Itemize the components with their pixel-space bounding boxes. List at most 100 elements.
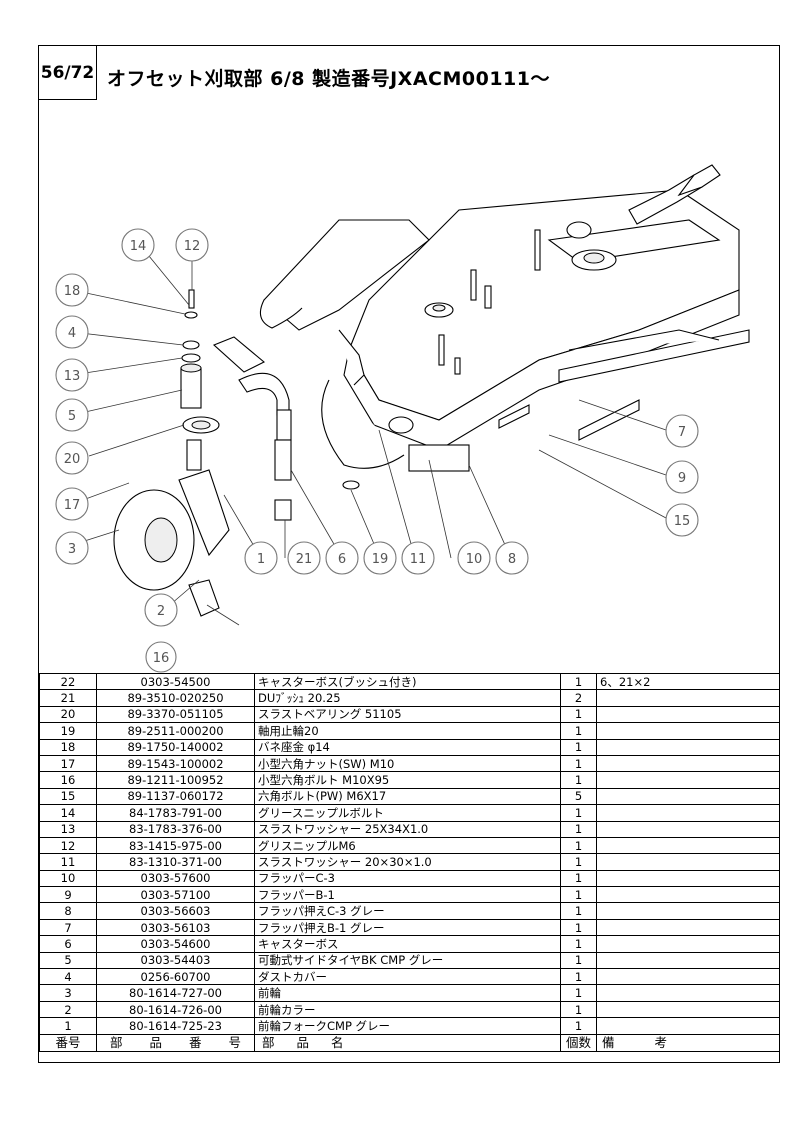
callout-16: 16 — [145, 641, 177, 673]
row-qty: 1 — [560, 968, 597, 986]
row-qty: 1 — [560, 804, 597, 822]
parts-sheet: 56/72 オフセット刈取部 6/8 製造番号JXACM00111～ — [38, 45, 780, 1063]
callout-12: 12 — [175, 228, 209, 262]
row-part-number: 0256-60700 — [96, 968, 255, 986]
row-part-number: 89-2511-000200 — [96, 722, 255, 740]
row-part-name: スラストワッシャー 25X34X1.0 — [254, 820, 561, 838]
page-title: オフセット刈取部 6/8 製造番号JXACM00111～ — [107, 68, 550, 90]
row-part-name: スラストベアリング 51105 — [254, 705, 561, 724]
svg-text:2: 2 — [157, 604, 165, 619]
row-qty: 1 — [560, 918, 597, 937]
row-part-number: 0303-57100 — [96, 886, 255, 904]
row-qty: 1 — [560, 853, 597, 871]
svg-text:15: 15 — [674, 514, 691, 529]
callout-5: 5 — [55, 398, 89, 432]
row-qty: 1 — [560, 935, 597, 953]
callout-8: 8 — [495, 541, 529, 575]
row-no: 9 — [39, 886, 97, 904]
svg-text:18: 18 — [64, 284, 81, 299]
svg-text:13: 13 — [64, 369, 81, 384]
callout-17: 17 — [55, 487, 89, 521]
row-part-number: 0303-56103 — [96, 918, 255, 937]
callout-3: 3 — [55, 531, 89, 565]
svg-text:10: 10 — [466, 552, 483, 567]
row-part-number: 80-1614-726-00 — [96, 1000, 255, 1019]
row-qty: 1 — [560, 869, 597, 888]
svg-text:7: 7 — [678, 425, 686, 440]
svg-text:14: 14 — [130, 239, 147, 254]
svg-text:21: 21 — [296, 552, 313, 567]
row-remarks — [596, 918, 780, 937]
row-part-name: 前輪 — [254, 984, 561, 1002]
caster-assembly-drawing — [113, 289, 360, 626]
row-qty: 1 — [560, 886, 597, 904]
svg-text:17: 17 — [64, 498, 81, 513]
row-part-number: 89-1543-100002 — [96, 754, 255, 773]
row-qty: 1 — [560, 705, 597, 724]
callout-19: 19 — [363, 541, 397, 575]
callout-2: 2 — [144, 593, 178, 627]
row-no: 3 — [39, 984, 97, 1002]
row-part-number: 89-3510-020250 — [96, 689, 255, 707]
page-number: 56/72 — [39, 46, 97, 100]
row-no: 21 — [39, 689, 97, 707]
row-no: 14 — [39, 804, 97, 822]
row-remarks — [596, 705, 780, 724]
callout-14: 14 — [121, 228, 155, 262]
svg-text:16: 16 — [153, 651, 170, 666]
row-part-name: 小型六角ナット(SW) M10 — [254, 754, 561, 773]
row-part-name: 前輪フォークCMP グレー — [254, 1017, 561, 1035]
row-part-name: ダストカバー — [254, 968, 561, 986]
row-part-number: 83-1310-371-00 — [96, 853, 255, 871]
row-remarks — [596, 836, 780, 855]
row-qty: 1 — [560, 902, 597, 920]
svg-text:3: 3 — [68, 542, 76, 557]
svg-text:12: 12 — [184, 239, 201, 254]
row-part-number: 0303-54500 — [96, 672, 255, 691]
row-remarks — [596, 722, 780, 740]
row-part-number: 0303-57600 — [96, 869, 255, 888]
row-remarks — [596, 886, 780, 904]
svg-text:4: 4 — [68, 326, 76, 341]
callout-1: 1 — [244, 541, 278, 575]
header-part-name: 部品名 — [254, 1033, 561, 1052]
row-remarks — [596, 869, 780, 888]
row-no: 18 — [39, 738, 97, 756]
row-no: 19 — [39, 722, 97, 740]
row-no: 2 — [39, 1000, 97, 1019]
row-part-name: キャスターボス — [254, 935, 561, 953]
row-part-number: 0303-54600 — [96, 935, 255, 953]
row-no: 17 — [39, 754, 97, 773]
callout-20: 20 — [55, 441, 89, 475]
row-part-number: 89-1137-060172 — [96, 787, 255, 806]
row-part-number: 89-3370-051105 — [96, 705, 255, 724]
row-qty: 1 — [560, 1000, 597, 1019]
row-no: 16 — [39, 771, 97, 789]
svg-text:6: 6 — [338, 552, 346, 567]
row-part-number: 84-1783-791-00 — [96, 804, 255, 822]
row-qty: 1 — [560, 722, 597, 740]
row-no: 5 — [39, 951, 97, 970]
row-no: 11 — [39, 853, 97, 871]
row-remarks — [596, 787, 780, 806]
callout-18: 18 — [55, 273, 89, 307]
row-qty: 1 — [560, 771, 597, 789]
row-qty: 1 — [560, 836, 597, 855]
row-remarks: 6、21×2 — [596, 672, 780, 691]
row-remarks — [596, 984, 780, 1002]
row-part-number: 89-1211-100952 — [96, 771, 255, 789]
row-no: 1 — [39, 1017, 97, 1035]
row-qty: 2 — [560, 689, 597, 707]
row-qty: 1 — [560, 754, 597, 773]
